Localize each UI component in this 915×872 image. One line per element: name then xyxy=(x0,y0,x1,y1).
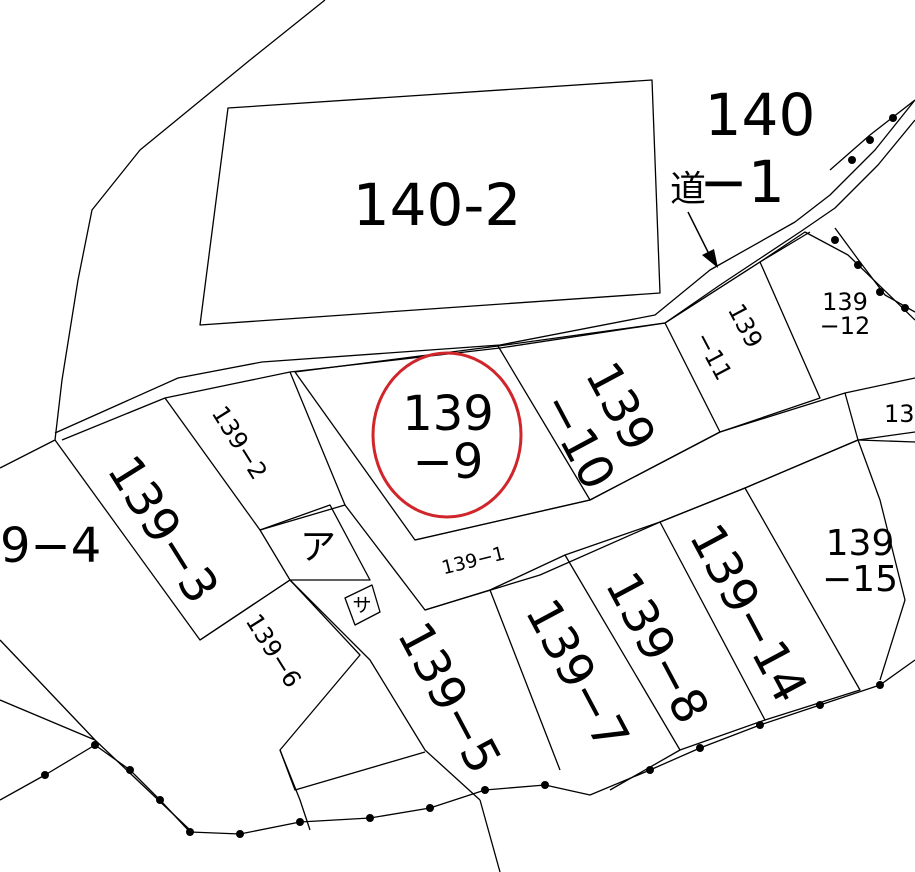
parcel-139-9-top: 139 xyxy=(402,386,494,442)
parcel-a-label: ア xyxy=(299,527,337,568)
parcel-139-7-outline xyxy=(489,554,681,791)
parcel-139-15-outline xyxy=(744,431,915,681)
parcel-139-2-outline xyxy=(164,371,346,531)
parcel-sa-box xyxy=(344,584,381,626)
parcel-sa-label: サ xyxy=(352,594,372,617)
parcel-139-12-label: 139 −12 xyxy=(820,290,871,338)
parcel-140-1-suffix-label: −1 xyxy=(699,148,785,216)
parcel-139-12-top: 139 xyxy=(822,288,868,316)
parcel-139-15-label: 139 −15 xyxy=(822,526,898,598)
road-label: 道 xyxy=(669,169,707,210)
lower-left-boundary xyxy=(0,699,96,741)
parcel-139-12-bottom: −12 xyxy=(819,312,871,340)
parcel-140-2-outline xyxy=(199,79,661,326)
upper-boundary-line xyxy=(0,0,326,469)
bottom-right-diag xyxy=(479,799,501,872)
parcel-139-5-outline xyxy=(289,504,561,801)
parcel-139-9-bottom: −9 xyxy=(412,434,484,490)
parcel-139-4-partial-label: 9−4 xyxy=(0,518,102,574)
parcel-140-label: 140 xyxy=(704,81,816,149)
parcel-140-2-label: 140-2 xyxy=(352,171,522,239)
road-upper-edge xyxy=(54,99,915,434)
parcel-139-13-partial-label: 13 xyxy=(884,400,915,428)
parcel-139-6-outline xyxy=(199,579,426,791)
parcel-139-14-outline xyxy=(659,487,861,721)
dotted-boundary-line-right xyxy=(829,99,915,313)
parcel-139-12-outline xyxy=(759,231,915,321)
parcel-a-outline xyxy=(259,504,371,581)
road-lower-edge xyxy=(61,119,915,441)
parcel-139-9-label: 139 −9 xyxy=(402,390,494,486)
parcel-139-15-top: 139 xyxy=(825,523,895,564)
parcel-139-11-outline xyxy=(664,261,821,433)
parcel-139-15-bottom: −15 xyxy=(822,559,898,600)
parcel-139-8-outline xyxy=(564,521,766,751)
